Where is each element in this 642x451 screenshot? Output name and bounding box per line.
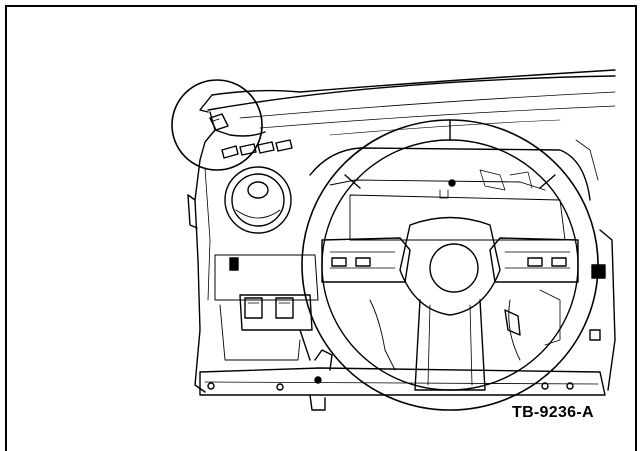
highlight-circle bbox=[171, 79, 263, 171]
left-side-panel bbox=[187, 159, 211, 393]
left-vent-louvers bbox=[221, 139, 293, 159]
steering-wheel bbox=[301, 119, 599, 411]
frame-border-right bbox=[635, 5, 637, 451]
steering-column-area bbox=[369, 289, 561, 371]
figure-id-label: TB-9236-A bbox=[512, 404, 594, 421]
corner-clip bbox=[209, 113, 229, 131]
left-lower-panel bbox=[214, 254, 319, 361]
frame-border-top bbox=[5, 5, 637, 7]
frame-border-left bbox=[5, 5, 7, 451]
right-side-panel bbox=[575, 139, 616, 391]
round-air-vent bbox=[224, 166, 292, 234]
cluster-housing bbox=[309, 147, 591, 241]
lower-support-beam bbox=[199, 349, 606, 411]
